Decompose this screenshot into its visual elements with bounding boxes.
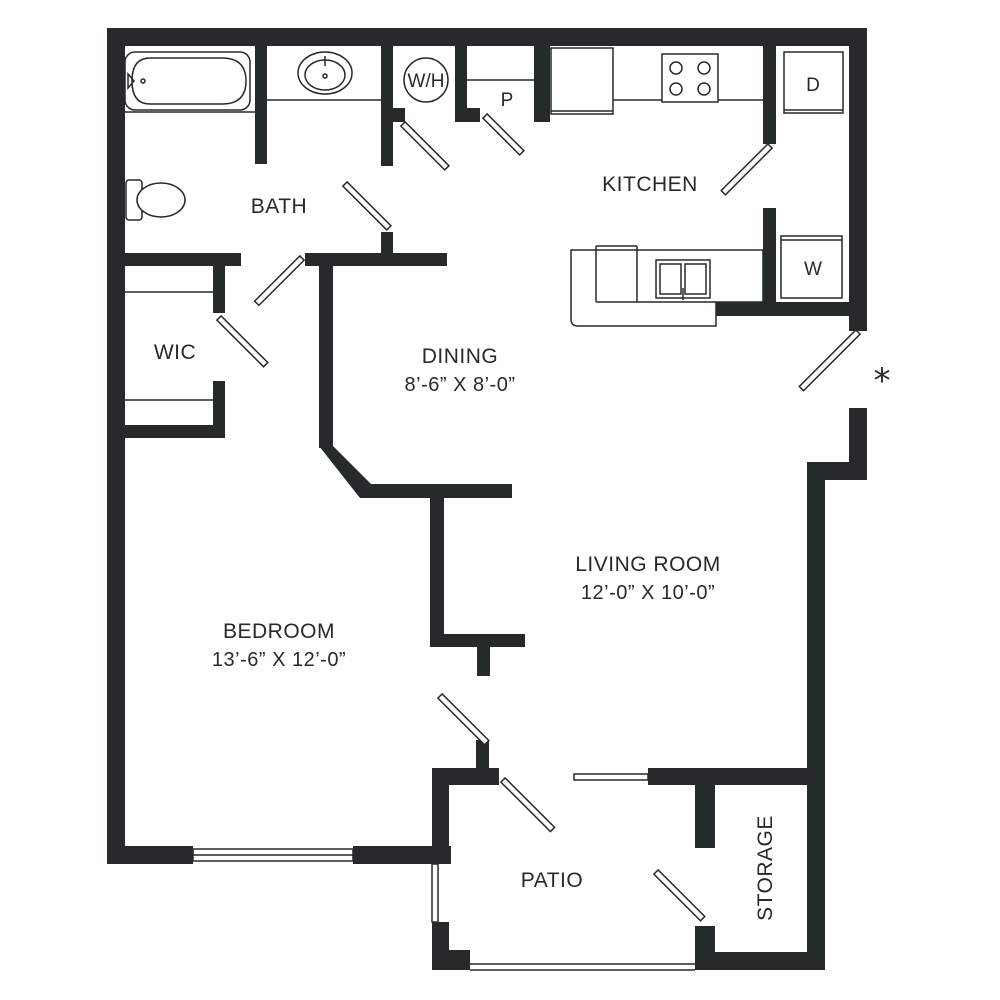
- wall-kitchen-right-upper: [763, 44, 776, 144]
- fixtures: W/H P D W: [124, 47, 844, 401]
- wall-dining-diagonal: [319, 446, 372, 498]
- wic-label: WIC: [154, 341, 196, 364]
- wall-dining-left: [319, 253, 333, 448]
- patio-label: PATIO: [521, 869, 583, 892]
- door-wic: [215, 314, 269, 368]
- wall-top: [107, 28, 867, 46]
- wall-bath-bottom: [125, 253, 241, 266]
- windows: [192, 773, 695, 971]
- living-room-label: LIVING ROOM: [575, 553, 721, 576]
- wall-bath-tub-divider: [255, 44, 267, 164]
- storage-label: STORAGE: [754, 815, 777, 921]
- door-bath-upper: [341, 180, 393, 232]
- walls: [107, 28, 867, 970]
- dryer-label: D: [806, 75, 820, 96]
- door-entry: [798, 328, 862, 392]
- doors: [215, 112, 862, 922]
- bedroom-dimensions: 13’-6” X 12’-0”: [212, 649, 346, 671]
- wall-storage-bottom: [695, 952, 825, 970]
- patio-left-screen: [431, 863, 439, 923]
- entry-marker: *: [874, 361, 891, 401]
- wall-wh-stub-2: [455, 44, 467, 122]
- sliding-door: [573, 773, 649, 781]
- door-pantry: [481, 112, 525, 156]
- wall-wic-right-upper: [213, 253, 225, 313]
- wall-wic-right-lower: [213, 381, 225, 438]
- wall-bath-door-stub: [381, 232, 393, 257]
- water-heater-label: W/H: [408, 71, 445, 92]
- wall-bath-right: [381, 44, 393, 166]
- wall-bottom-mid: [353, 846, 451, 864]
- wall-patio-door-stub: [476, 740, 489, 770]
- water-heater: W/H: [403, 57, 449, 103]
- wall-storage-top: [648, 768, 825, 785]
- door-dryer-closet: [720, 142, 774, 196]
- wall-left: [107, 28, 125, 864]
- bedroom-label: BEDROOM: [223, 620, 335, 643]
- wall-laundry-bottom: [716, 302, 866, 316]
- pantry-label: P: [501, 90, 514, 111]
- washer: W: [780, 235, 843, 299]
- wall-bedroom-stub: [477, 634, 490, 676]
- toilet: [125, 179, 186, 221]
- bath-sink: [297, 51, 353, 95]
- dryer: D: [783, 51, 844, 114]
- kitchen-label: KITCHEN: [602, 173, 698, 196]
- wall-storage-left: [695, 768, 715, 848]
- dining-dimensions: 8’-6” X 8’-0”: [405, 374, 516, 396]
- wall-wh-stub-1: [393, 108, 405, 122]
- washer-label: W: [804, 259, 822, 280]
- door-bath-lower: [253, 254, 306, 307]
- wall-bedroom-right: [430, 484, 444, 647]
- refrigerator: [550, 47, 614, 115]
- wall-pantry-right: [534, 44, 550, 122]
- wall-kitchen-right-lower: [763, 208, 776, 316]
- wall-right-lower: [807, 462, 825, 970]
- bath-label: BATH: [251, 195, 307, 218]
- wall-wh-stub-3: [455, 108, 480, 122]
- door-water-heater: [399, 120, 451, 172]
- door-patio: [499, 776, 556, 833]
- wall-patio-left: [432, 768, 449, 864]
- wall-bath-bottom-right: [305, 253, 447, 266]
- stove: [661, 53, 719, 103]
- door-storage: [652, 868, 706, 922]
- room-labels: BATH KITCHEN WIC DINING 8’-6” X 8’-0” LI…: [154, 173, 891, 921]
- wall-patio-corner-foot: [432, 950, 470, 970]
- kitchen-island: [570, 245, 764, 327]
- wall-bottom-left: [107, 846, 193, 864]
- dining-label: DINING: [422, 345, 499, 368]
- wall-wic-bottom: [125, 425, 225, 438]
- bathtub: [124, 51, 251, 111]
- wall-right-upper: [849, 28, 867, 331]
- living-room-dimensions: 12’-0” X 10’-0”: [581, 582, 715, 604]
- door-bedroom: [436, 692, 490, 746]
